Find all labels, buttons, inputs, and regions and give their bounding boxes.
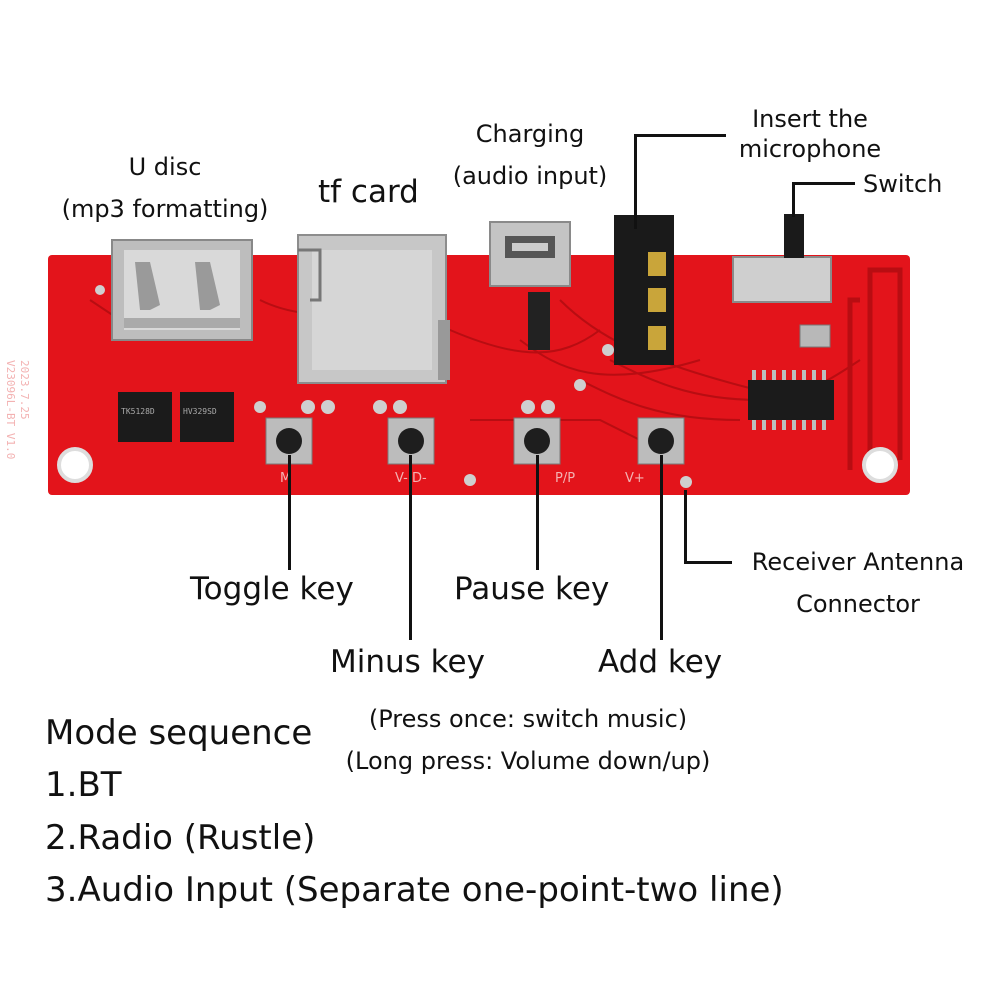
pause-key-label: Pause key [454, 571, 610, 607]
silkscreen-model: V23096L-BT V1.0 [4, 360, 17, 460]
press-notes: (Press once: switch music) (Long press: … [328, 707, 728, 773]
slide-switch [732, 214, 832, 303]
microphone-label-line2: microphone [738, 135, 882, 163]
mounting-hole-left [57, 447, 93, 483]
chip-mark-right: HV329SD [183, 407, 217, 416]
antenna-label: Receiver Antenna Connector [744, 550, 972, 616]
silkscreen-date: 2023.7.25 [18, 360, 31, 420]
microphone-label-line1: Insert the [752, 105, 868, 133]
microphone-leader-v [634, 134, 637, 229]
button-mark-m: M [280, 471, 292, 486]
antenna-label-line1: Receiver Antenna [751, 548, 965, 576]
chip-mark-left: TK5128D [121, 407, 155, 416]
u-disc-label: U disc (mp3 formatting) [40, 155, 290, 221]
add-leader [660, 455, 663, 640]
switch-label: Switch [863, 170, 943, 198]
charging-label: Charging (audio input) [440, 122, 620, 188]
silkscreen-version: 2023.7.25 V23096L-BT V1.0 [4, 360, 31, 460]
tf-card-label: tf card [318, 174, 419, 210]
mode-sequence-title: Mode sequence [45, 713, 313, 753]
pause-leader [536, 455, 539, 570]
antenna-leader-v [684, 490, 687, 562]
amplifier-chip-right [180, 392, 234, 442]
charging-label-line2: (audio input) [452, 162, 608, 190]
antenna-leader-h [684, 561, 732, 564]
diode [528, 292, 550, 350]
tf-card-slot [297, 234, 450, 384]
u-disc-label-line1: U disc [128, 153, 202, 181]
microphone-label: Insert the microphone [725, 107, 895, 161]
micro-usb-port [489, 221, 571, 287]
pause-button[interactable] [513, 417, 561, 465]
toggle-button[interactable] [265, 417, 313, 465]
add-key-label: Add key [598, 644, 723, 680]
minus-key-label: Minus key [330, 644, 485, 680]
toggle-key-label: Toggle key [190, 571, 354, 607]
pcb-body [48, 255, 910, 495]
main-chip [748, 370, 834, 430]
amplifier-chip-left [118, 392, 172, 442]
audio-jack [614, 215, 674, 365]
switch-leader-v [792, 182, 795, 217]
press-note-long: (Long press: Volume down/up) [345, 747, 711, 775]
minus-leader [409, 455, 412, 640]
mode-item-radio: 2.Radio (Rustle) [45, 818, 316, 858]
microphone-leader-h [636, 134, 726, 137]
toggle-leader [288, 455, 291, 570]
mounting-hole-right [862, 447, 898, 483]
crystal [799, 324, 831, 348]
pcb-antenna-trace [847, 267, 903, 470]
mode-item-bt: 1.BT [45, 765, 122, 805]
solder-pads [95, 285, 692, 488]
usb-port [111, 239, 253, 341]
switch-leader-h [793, 182, 855, 185]
mode-item-audio-input: 3.Audio Input (Separate one-point-two li… [45, 870, 784, 910]
charging-label-line1: Charging [475, 120, 585, 148]
button-mark-pp: P/P [555, 471, 576, 486]
antenna-label-line2: Connector [796, 590, 920, 618]
u-disc-label-line2: (mp3 formatting) [61, 195, 269, 223]
button-mark-v-plus: V+ [625, 471, 645, 486]
press-note-once: (Press once: switch music) [368, 705, 688, 733]
